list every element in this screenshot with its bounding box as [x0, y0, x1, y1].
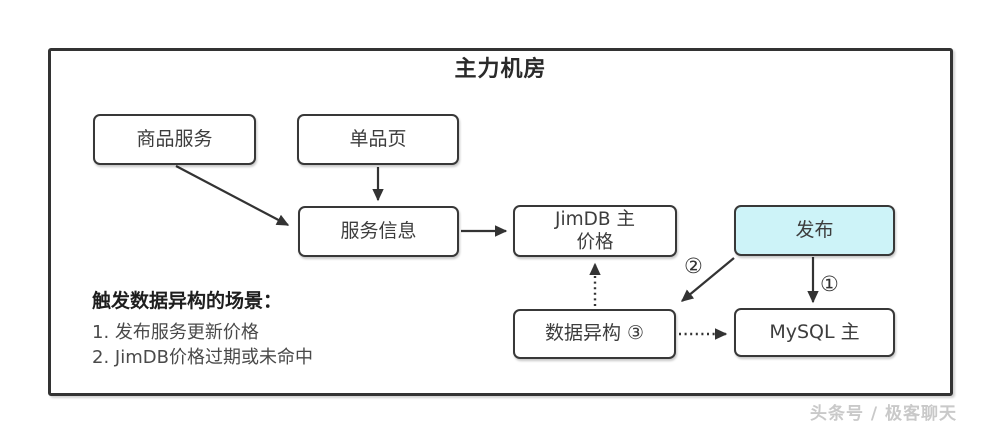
- node-product-service-label: 商品服务: [136, 127, 213, 150]
- note-heading: 触发数据异构的场景：: [92, 290, 283, 312]
- note-item-2: 2. JimDB价格过期或未命中: [92, 347, 313, 368]
- node-data-hetero-label: 数据异构 ③: [544, 322, 645, 345]
- node-jimdb-label-line1: JimDB 主: [555, 208, 635, 230]
- node-service-info-label: 服务信息: [340, 219, 417, 242]
- node-mysql-label: MySQL 主: [769, 320, 860, 343]
- node-item-page-label: 单品页: [349, 127, 407, 150]
- node-mysql-master: MySQL 主: [734, 308, 895, 357]
- watermark: 头条号 / 极客聊天: [809, 404, 957, 424]
- node-data-hetero: 数据异构 ③: [513, 309, 676, 359]
- node-product-service: 商品服务: [93, 114, 256, 165]
- node-jimdb-label-line2: 价格: [576, 232, 614, 253]
- diagram-title: 主力机房: [454, 57, 547, 82]
- trigger-scenarios-note: 触发数据异构的场景： 1. 发布服务更新价格 2. JimDB价格过期或未命中: [92, 286, 392, 370]
- node-jimdb-master: JimDB 主 价格: [513, 205, 677, 257]
- arrow-publish-to-data-hetero: [680, 257, 735, 302]
- edge-label-step1: ①: [820, 272, 839, 296]
- node-item-page: 单品页: [297, 114, 459, 165]
- note-item-1: 1. 发布服务更新价格: [92, 322, 259, 343]
- node-service-info: 服务信息: [298, 206, 459, 257]
- node-publish: 发布: [734, 205, 895, 256]
- arrow-product-service-to-service-info: [175, 165, 290, 226]
- node-publish-label: 发布: [795, 218, 834, 241]
- edge-label-step2: ②: [684, 254, 703, 278]
